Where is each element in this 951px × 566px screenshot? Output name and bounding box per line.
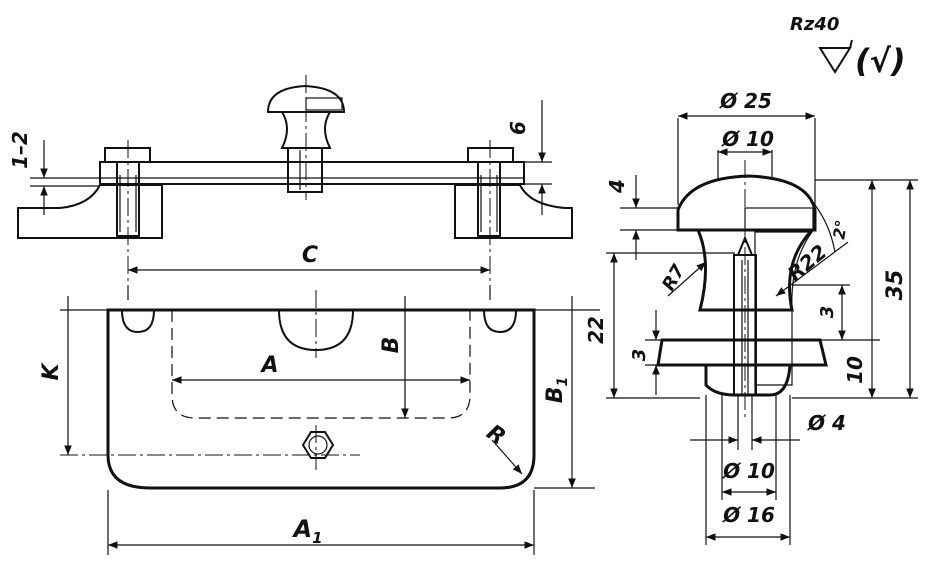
svg-text:B1: B1 xyxy=(543,377,571,404)
plan-outline xyxy=(106,308,536,490)
h35-label: 35 xyxy=(883,270,908,301)
d10-top-dimension: Ø 10 xyxy=(717,127,774,180)
R7-label: R7 xyxy=(658,261,690,295)
angle-label: 2° xyxy=(829,219,851,241)
B-dimension: B xyxy=(379,296,409,418)
A1-dimension: A1 xyxy=(108,515,534,549)
knob-side-view xyxy=(266,84,346,193)
A1-label: A xyxy=(291,515,312,543)
right-support xyxy=(454,184,573,239)
knob-right-dimensions: 35 10 3 xyxy=(792,179,918,399)
plan-view xyxy=(60,285,600,555)
hidden-pocket xyxy=(171,310,471,419)
right-screw-body xyxy=(477,161,501,237)
K-dimension: K xyxy=(39,296,72,455)
d16-label: Ø 16 xyxy=(722,503,775,527)
svg-text:A1: A1 xyxy=(291,515,322,547)
gap-dimension: 1–2 xyxy=(8,131,100,215)
h3-right-label: 3 xyxy=(817,306,838,319)
B1-label: B xyxy=(543,386,568,403)
knob-head xyxy=(676,174,817,232)
d25-label: Ø 25 xyxy=(719,89,772,113)
B1-dimension: B1 xyxy=(543,296,576,488)
B-label: B xyxy=(379,337,404,354)
h22-label: 22 xyxy=(584,316,608,344)
C-dimension: C xyxy=(128,243,490,274)
d10-bottom-label: Ø 10 xyxy=(722,459,775,483)
d4-label: Ø 4 xyxy=(807,411,846,435)
roughness-label: Rz40 xyxy=(790,14,839,35)
section-view xyxy=(17,75,573,285)
thickness-dimension: 6 xyxy=(506,100,552,215)
h4-label: 4 xyxy=(605,179,629,194)
cover-plate xyxy=(99,161,525,185)
roughness-symbol: Rz40 (√) xyxy=(790,14,906,80)
R-label: R xyxy=(482,420,510,450)
R7-leader: R7 xyxy=(658,261,707,297)
d10-top-label: Ø 10 xyxy=(721,127,774,151)
h10-label: 10 xyxy=(843,356,867,384)
thickness-label: 6 xyxy=(506,121,530,135)
left-support xyxy=(17,184,163,239)
A1-subscript: 1 xyxy=(312,529,322,547)
nut-hex xyxy=(301,431,335,459)
roughness-check: (√) xyxy=(855,42,906,80)
gap-label: 1–2 xyxy=(8,131,32,169)
knob-detail xyxy=(656,160,828,420)
knob-bottom-dimensions: Ø 4 Ø 10 Ø 16 xyxy=(690,395,846,545)
R-leader: R xyxy=(482,420,523,475)
C-label: C xyxy=(302,243,318,268)
d25-dimension: Ø 25 xyxy=(677,89,816,205)
K-label: K xyxy=(39,362,64,381)
knob-left-dimensions: 4 22 3 xyxy=(584,175,735,399)
h3-left-label: 3 xyxy=(629,349,650,362)
A-label: A xyxy=(259,353,278,378)
B1-subscript: 1 xyxy=(555,377,571,387)
A-dimension: A xyxy=(172,353,470,384)
